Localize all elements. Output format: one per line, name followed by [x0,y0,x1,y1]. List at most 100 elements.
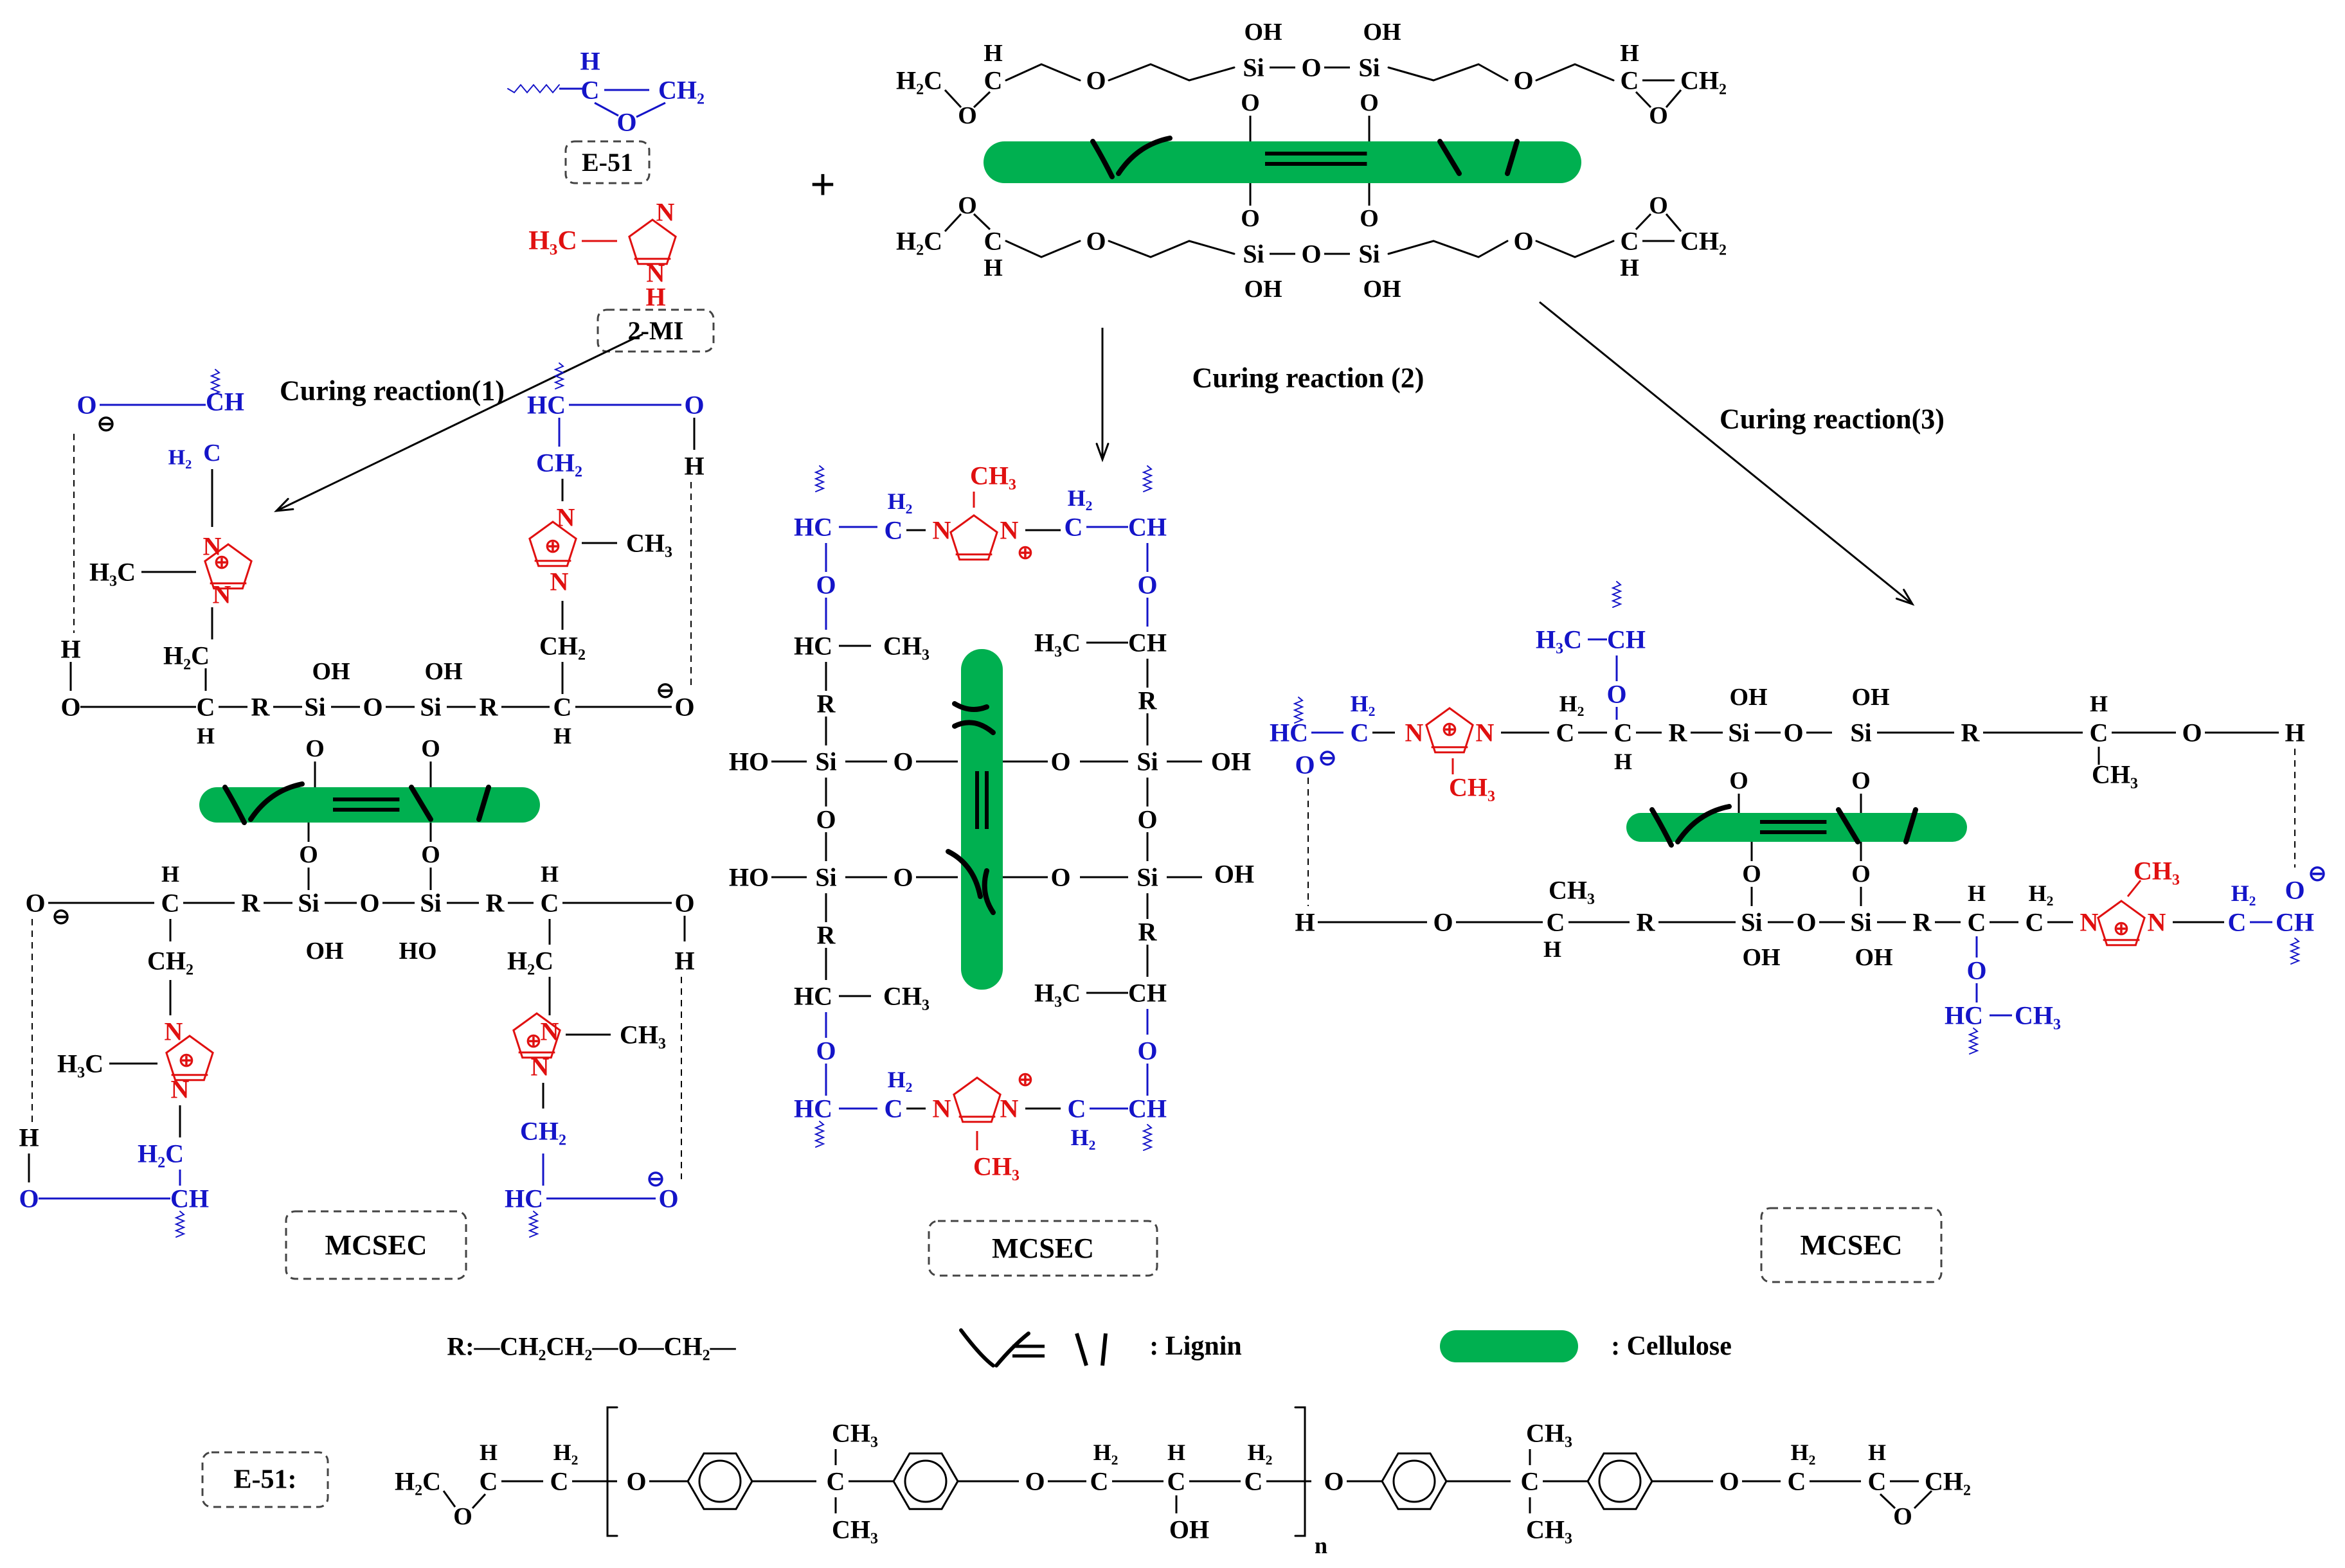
r-h-hbond-2: H [1295,908,1315,937]
r-r-1: R [1669,718,1688,747]
l-ch2-blue-2: CH₂ [520,1117,566,1146]
l-h2c-2: H₂C [507,947,553,976]
m-r-2: R [1138,686,1158,715]
l-ring-1 [204,543,253,590]
e51f-benzene-1 [687,1452,753,1510]
l-si-2-o: O [421,735,440,762]
r-si-2: Si [1850,718,1871,747]
m-wavy-3 [814,1121,825,1148]
e51f-bracket-left [606,1406,618,1537]
m-wavy-4 [1142,1124,1153,1151]
r-h2-2: H₂ [1559,691,1585,717]
bot-c-left: C [984,227,1003,256]
m-o-9: O [816,1037,836,1065]
r-h3c-1: H₃C [1536,625,1582,654]
l-h2c-blue: H₂C [138,1139,184,1168]
top-c-left: C [984,66,1003,95]
l-r-3: R [242,889,261,918]
l-ring-3 [165,1035,214,1082]
m-h2-4: H₂ [1071,1125,1096,1150]
m-ch-2: CH [1128,628,1167,657]
bond-path [1535,63,1615,82]
r-si-4-o: O [1851,860,1871,887]
l-plus-2: ⊕ [544,536,561,557]
m-o-6: O [1137,805,1157,834]
l-c-4: C [161,889,180,918]
bond-path [1387,240,1509,258]
r-minus-1: ⊖ [1318,747,1337,771]
mi-n1: N [656,198,675,227]
r-si-4: Si [1850,908,1871,937]
e51f-epox-o-left: O [453,1503,472,1530]
bond [944,89,962,109]
e51f-c-9: C [1868,1467,1887,1496]
bot-si-2: Si [1358,240,1379,269]
m-h3c-1: H₃C [1034,628,1081,657]
m-h3c-2: H₃C [1034,979,1081,1008]
bond [1665,89,1682,108]
bot-h-left: H [984,254,1003,281]
r-ch3-1: CH₃ [1449,773,1495,802]
e51f-benzene-3 [1381,1452,1448,1510]
e51f-n-subscript: n [1315,1533,1327,1558]
mi-n3: N [647,259,665,288]
l-minus-3: ⊖ [52,905,71,929]
legend-cellulose-icon [1440,1330,1578,1362]
bot-si-1-o: O [1241,205,1260,232]
m-ring-1 [949,514,998,561]
m-hc-3: HC [794,982,832,1011]
legend-lignin-icon [994,1332,1030,1368]
l-h-4: H [161,861,179,887]
l-wavy-1 [210,369,221,396]
e51f-c-7: C [1521,1467,1540,1496]
r-si-bridge-o: O [1783,718,1803,747]
m-hc-2: HC [794,632,832,661]
bond [636,102,666,118]
l-n-5: N [165,1017,183,1046]
e51f-h-5: H [1167,1439,1185,1465]
curing-3-label: Curing reaction(3) [1720,404,1945,435]
l-n-3: N [550,567,569,596]
e51f-h-9: H [1868,1439,1886,1465]
e51f-benzene-2-aromatic-circle [904,1459,948,1503]
l-ch3-2: CH₃ [626,529,672,558]
m-ch3-4: CH₃ [973,1152,1020,1181]
mi-nh: H [645,283,665,312]
bot-epox-o-right: O [1649,192,1668,219]
r-ring-1 [1425,707,1474,754]
r-c-3: C [1614,718,1633,747]
m-o-10: O [1137,1037,1157,1065]
l-ch2-blue: CH₂ [536,449,582,477]
legend-lignin-icon [1101,1333,1108,1366]
r-o-minus-2: O [2285,876,2305,905]
top-c-right: C [1621,66,1639,95]
r-lignin-marks [1903,807,1918,844]
l-n-4: N [557,503,575,532]
r-h-6: H [1968,880,1986,906]
l-h2-1: H₂ [168,446,192,470]
bond [944,213,962,233]
l-lignin-marks [248,781,305,822]
l-mcsec-box [285,1210,467,1280]
r-c-5: C [1547,908,1565,937]
l-si-1-oh: OH [312,658,350,685]
e51f-c-1: C [480,1467,498,1496]
bot-si-2-oh: OH [1363,276,1401,303]
l-minus-1: ⊖ [97,413,116,436]
bond-path [1108,63,1235,82]
m-mcsec-box [928,1220,1158,1277]
bond [2126,880,2142,897]
bot-si-1-oh: OH [1244,276,1282,303]
m-o-7: O [893,863,913,892]
m-r-1: R [817,690,836,718]
r-wavy-1 [1611,581,1622,608]
r-si-1-o: O [1729,767,1748,794]
m-si-1: Si [815,747,836,776]
bond [1635,213,1652,231]
r-ch-8: CH [2276,908,2314,937]
bond-path [1005,240,1081,258]
m-ch3-1: CH₃ [970,461,1016,490]
l-ring-4 [512,1012,561,1059]
e51-box-label: E-51 [582,148,633,177]
arrow-curing-1-head [274,497,294,512]
